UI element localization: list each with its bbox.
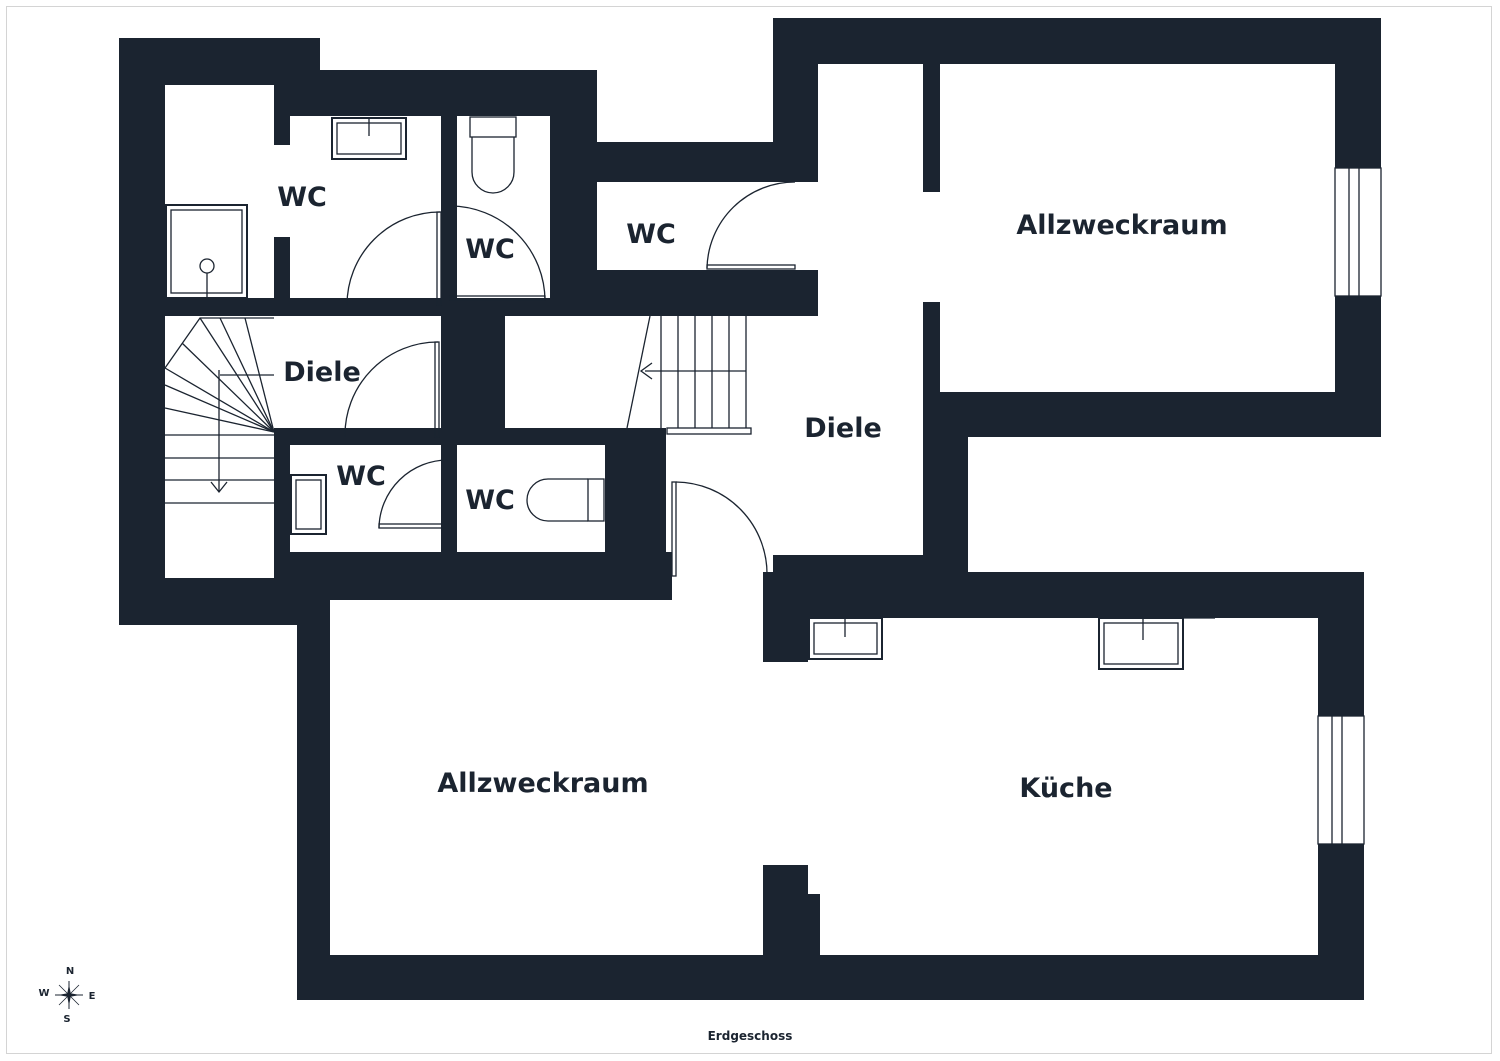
wall-right-block [297, 18, 1381, 1000]
plan-frame [6, 6, 1492, 1054]
room-label-diele-center: Diele [804, 413, 882, 444]
room-label-allzweckraum-bottom: Allzweckraum [437, 768, 648, 799]
room-label-wc-lower-right: WC [465, 485, 515, 516]
doors [344, 181, 796, 577]
stairs-center [626, 315, 752, 435]
room-label-allzweckraum-top: Allzweckraum [1016, 210, 1227, 241]
compass-south: S [63, 1014, 70, 1025]
window-kueche [1317, 715, 1365, 845]
room-label-wc-lower-left: WC [336, 461, 386, 492]
fixtures [165, 116, 1215, 670]
compass-north: N [66, 966, 74, 977]
door-wc-lower [378, 459, 449, 529]
room-label-wc-middle: WC [626, 219, 676, 250]
wall-left-block [119, 38, 818, 625]
window-allzweckraum-top [1334, 167, 1382, 297]
door-wc-upper [346, 211, 442, 306]
toilet-upper-icon [469, 116, 517, 194]
room-label-kueche: Küche [1019, 773, 1112, 804]
sink-kitchen-right-icon [1098, 617, 1215, 670]
floor-caption: Erdgeschoss [708, 1029, 793, 1043]
door-wc-toilet [449, 205, 546, 302]
door-entrance [671, 481, 768, 577]
stairs-left [164, 317, 275, 504]
shower-icon [165, 204, 248, 299]
sink-upper-icon [331, 117, 407, 160]
room-label-wc-bath: WC [277, 182, 327, 213]
door-wc-middle [706, 181, 796, 270]
compass-east: E [89, 991, 96, 1002]
sink-kitchen-left-icon [808, 617, 883, 660]
sink-lower-left-icon [290, 474, 327, 535]
room-labels: WC WC WC Diele Diele WC WC Allzweckraum … [277, 182, 1227, 804]
compass-west: W [38, 988, 49, 999]
windows [1317, 167, 1382, 845]
compass-icon: N S W E [38, 966, 95, 1025]
room-label-wc-toilet: WC [465, 234, 515, 265]
walls [119, 18, 1381, 1000]
door-diele-left [344, 341, 440, 438]
toilet-lower-icon [526, 478, 605, 522]
room-label-diele-left: Diele [283, 357, 361, 388]
